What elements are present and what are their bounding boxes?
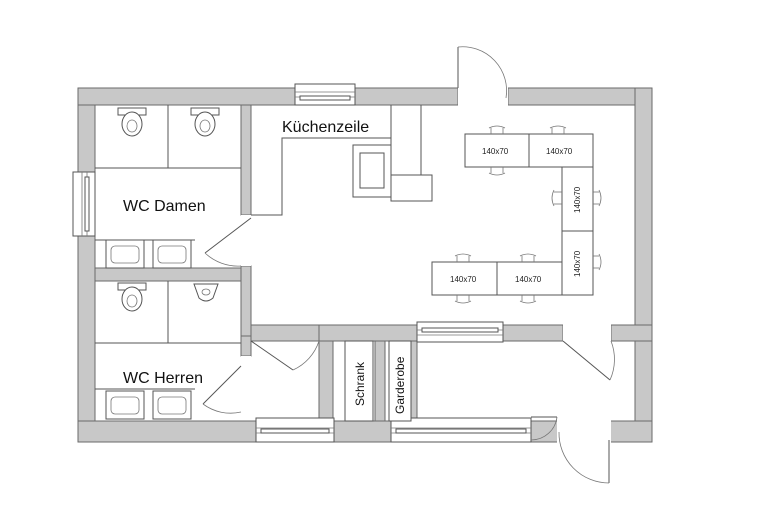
table bbox=[431, 261, 498, 296]
toilet-icon bbox=[117, 107, 147, 137]
wall-kitchen-bottom-1 bbox=[250, 324, 324, 342]
room-label-closet: Schrank bbox=[353, 361, 367, 406]
wall-right-outer bbox=[634, 87, 653, 443]
wall-kitchen-bottom-3 bbox=[502, 324, 564, 342]
table bbox=[496, 261, 563, 296]
door-swing-icon bbox=[530, 416, 558, 441]
chair-icon bbox=[454, 125, 602, 304]
wall-partition-upper bbox=[240, 104, 252, 216]
table-label: 140x70 bbox=[515, 275, 542, 284]
table-label: 140x70 bbox=[573, 186, 582, 213]
wardrobe bbox=[388, 340, 412, 422]
window-icon bbox=[72, 171, 96, 237]
door-swing-icon bbox=[204, 215, 252, 267]
table bbox=[464, 133, 530, 168]
wall-kitchen-bottom-2 bbox=[318, 324, 418, 342]
door-swing-icon bbox=[562, 322, 615, 381]
table bbox=[528, 133, 594, 168]
wall-top-right bbox=[507, 87, 653, 106]
stall-partitions bbox=[95, 105, 241, 390]
wall-wardrobe-left bbox=[410, 340, 418, 422]
sink-icon bbox=[152, 239, 192, 269]
door-swing-icon bbox=[202, 356, 251, 414]
door-swing-icon bbox=[457, 46, 508, 107]
table-label: 140x70 bbox=[546, 147, 573, 156]
room-label-wardrobe: Garderobe bbox=[393, 356, 407, 414]
kitchen-counter bbox=[251, 105, 433, 216]
sink-icon bbox=[105, 390, 145, 420]
door-swing-icon bbox=[557, 419, 611, 484]
wall-closet-right bbox=[374, 340, 386, 422]
wall-partition-low bbox=[240, 335, 252, 357]
closet bbox=[344, 340, 374, 422]
window-icon bbox=[294, 83, 356, 106]
table-group bbox=[431, 133, 594, 296]
urinal-icon bbox=[193, 283, 219, 302]
wall-left-outer bbox=[77, 87, 96, 443]
sink-icon bbox=[105, 239, 145, 269]
wall-kitchen-bottom-4 bbox=[610, 324, 653, 342]
wall-wc-divider bbox=[94, 267, 242, 282]
window-icon bbox=[416, 321, 504, 343]
wall-top bbox=[77, 87, 459, 106]
wall-partition-mid bbox=[240, 265, 252, 337]
table-label: 140x70 bbox=[573, 250, 582, 277]
toilet-icon bbox=[190, 107, 220, 137]
window-icon bbox=[390, 417, 532, 443]
wall-closet-left bbox=[318, 340, 334, 422]
room-label-wc-men: WC Herren bbox=[123, 370, 203, 387]
table bbox=[561, 166, 594, 232]
room-label-kitchen: Küchenzeile bbox=[282, 119, 369, 136]
table bbox=[561, 230, 594, 296]
table-label: 140x70 bbox=[450, 275, 477, 284]
sink-icon bbox=[152, 390, 192, 420]
room-label-wc-women: WC Damen bbox=[123, 198, 206, 215]
window-icon bbox=[255, 417, 335, 443]
door-swing-icon bbox=[250, 340, 320, 371]
table-label: 140x70 bbox=[482, 147, 509, 156]
toilet-icon bbox=[117, 282, 147, 312]
